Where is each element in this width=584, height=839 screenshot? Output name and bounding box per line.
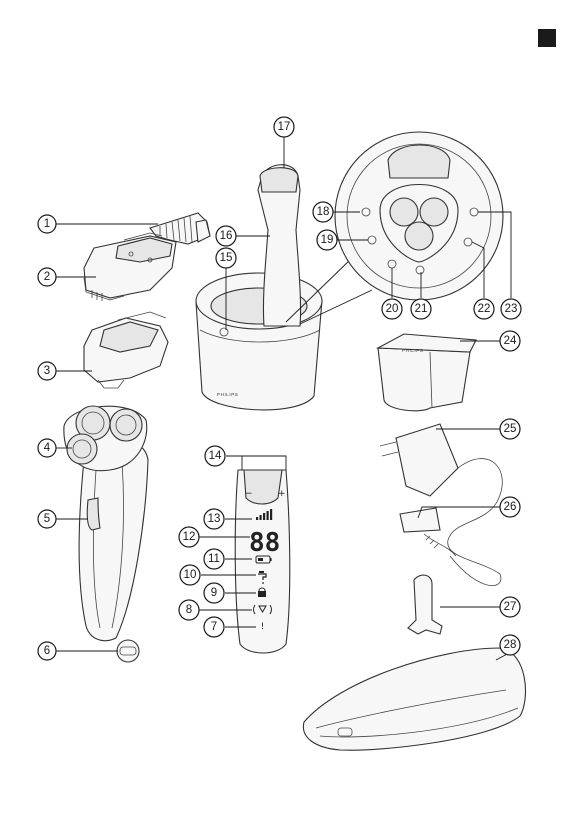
svg-text:23: 23 [505, 303, 518, 315]
callout-16: 16 [216, 226, 236, 246]
svg-text:4: 4 [44, 442, 51, 454]
callout-20: 20 [382, 299, 402, 319]
callout-5: 5 [38, 510, 56, 528]
svg-text:15: 15 [220, 252, 233, 264]
svg-text:5: 5 [44, 513, 50, 525]
callout-27: 27 [500, 597, 520, 617]
callout-7: 7 [204, 617, 224, 637]
svg-text:11: 11 [208, 553, 220, 565]
svg-text:2: 2 [44, 271, 50, 283]
svg-text:8: 8 [186, 604, 192, 616]
power-adapter [380, 424, 502, 586]
travel-pouch [303, 648, 525, 750]
callout-8: 8 [179, 600, 199, 620]
callout-25: 25 [500, 419, 520, 439]
beard-styler-attachment [84, 233, 176, 301]
callout-18: 18 [313, 202, 333, 222]
callout-13: 13 [204, 509, 224, 529]
svg-text:1: 1 [44, 218, 50, 230]
shaver-front-display-panel: − + 88 ! [235, 470, 290, 653]
svg-text:10: 10 [184, 569, 197, 581]
callout-15: 15 [216, 248, 236, 268]
svg-text:9: 9 [211, 587, 217, 599]
svg-text:3: 3 [44, 365, 50, 377]
svg-text:14: 14 [209, 450, 222, 462]
socket-for-small-plug [117, 640, 139, 662]
svg-text:28: 28 [504, 639, 517, 651]
svg-text:13: 13 [208, 513, 221, 525]
digit-display: 88 [249, 528, 280, 558]
svg-text:24: 24 [504, 335, 517, 347]
holder-clip [408, 575, 442, 634]
callout-12: 12 [179, 527, 199, 547]
svg-text:12: 12 [183, 531, 196, 543]
callout-21: 21 [411, 299, 431, 319]
svg-text:20: 20 [386, 303, 399, 315]
callout-6: 6 [38, 642, 56, 660]
svg-text:26: 26 [504, 501, 517, 513]
callout-17: 17 [274, 117, 294, 137]
callout-14: 14 [205, 446, 225, 466]
callout-28: 28 [500, 635, 520, 655]
cleaning-cartridge: PHILIPS [378, 334, 476, 411]
callout-9: 9 [204, 583, 224, 603]
cleaning-unit: PHILIPS [196, 165, 322, 410]
svg-text:6: 6 [44, 645, 50, 657]
callout-4: 4 [38, 439, 56, 457]
svg-text:25: 25 [504, 423, 517, 435]
callout-1: 1 [38, 215, 56, 233]
callout-3: 3 [38, 362, 56, 380]
svg-text:16: 16 [220, 230, 233, 242]
callout-2: 2 [38, 268, 56, 286]
svg-text:27: 27 [504, 601, 517, 613]
callout-10: 10 [180, 565, 200, 585]
plus-button[interactable]: + [278, 489, 286, 499]
svg-text:21: 21 [415, 303, 428, 315]
cartridge-brand-label: PHILIPS [402, 348, 423, 353]
callout-24: 24 [500, 331, 520, 351]
shaver-handle [79, 442, 148, 641]
callout-22: 22 [474, 299, 494, 319]
callout-23: 23 [501, 299, 521, 319]
svg-text:22: 22 [478, 303, 491, 315]
minus-button[interactable]: − [245, 489, 253, 499]
brand-label: PHILIPS [217, 392, 238, 397]
svg-text:7: 7 [211, 621, 217, 633]
callout-26: 26 [500, 497, 520, 517]
callout-11: 11 [204, 549, 224, 569]
warning-icon: ! [261, 622, 265, 632]
callout-19: 19 [317, 230, 337, 250]
svg-text:18: 18 [317, 206, 330, 218]
svg-text:17: 17 [278, 121, 291, 133]
small-plug [400, 508, 456, 556]
svg-text:19: 19 [321, 234, 334, 246]
precision-trimmer-attachment [84, 312, 168, 388]
